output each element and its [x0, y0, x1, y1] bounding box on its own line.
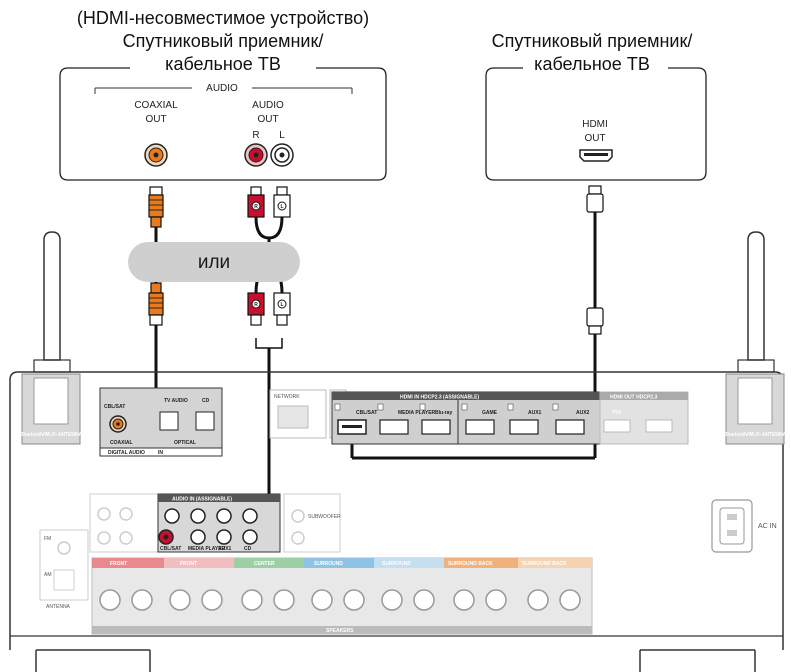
fm-label: FM [44, 536, 51, 542]
am-label: AM [44, 572, 52, 578]
hdmi-label: HDMI [582, 119, 608, 130]
speaker-group-1: FRONT [110, 561, 127, 567]
cd-label: CD [202, 398, 210, 404]
hdmi-in-header: HDMI IN HDCP2.3 (ASSIGNABLE) [400, 395, 480, 401]
speakers-panel: FRONT FRONT CENTER SURROUND SURROUND SUR… [91, 557, 593, 635]
right-device-title-line1: Спутниковый приемник/ [492, 31, 693, 51]
svg-text:L: L [280, 204, 283, 210]
left-device-box [59, 67, 387, 181]
left-device-title-line2: кабельное ТВ [165, 54, 281, 74]
audio-in-header: AUDIO IN (ASSIGNABLE) [172, 497, 232, 503]
hdmi-out-port [579, 149, 613, 162]
coaxial-out-jack [144, 143, 168, 167]
svg-text:R: R [254, 204, 258, 210]
or-pill: или [128, 242, 300, 282]
audio-group-label: AUDIO [206, 83, 238, 94]
audio-out-label-2: OUT [257, 114, 278, 125]
left-device-note: (HDMI-несовместимое устройство) [77, 8, 369, 28]
svg-text:L: L [280, 302, 283, 308]
left-device: (HDMI-несовместимое устройство) Спутнико… [59, 8, 387, 181]
audio-in-label-1: CBL/SAT [160, 546, 181, 552]
hdmi-out-panel: HDMI OUT HDCP2.3 TV1 [599, 391, 689, 445]
l-label: L [279, 130, 285, 141]
fm-am-antenna: FM AM ANTENNA [39, 529, 89, 610]
hdmi-input-6-label: AUX2 [576, 410, 590, 416]
or-label: или [198, 252, 230, 273]
hdmi-in-panel: HDMI IN HDCP2.3 (ASSIGNABLE) CBL/SAT MED… [331, 391, 601, 445]
speaker-group-6: SURROUND BACK [448, 561, 493, 567]
audio-out-label: AUDIO [252, 100, 284, 111]
coaxial-label: COAXIAL [134, 100, 178, 111]
subwoofer-label: SUBWOOFER [308, 514, 341, 520]
rca-cable: R L R L [164, 186, 291, 522]
optical-label: OPTICAL [174, 440, 196, 446]
network-label: NETWORK [274, 394, 300, 400]
svg-text:R: R [254, 302, 258, 308]
rca-out-l-jack [270, 143, 294, 167]
hdmi-input-1-label: CBL/SAT [356, 410, 377, 416]
r-label: R [252, 130, 259, 141]
audio-in-label-2: MEDIA PLAYER [188, 546, 226, 552]
receiver: Bluetooth/Wi-Fi ANTENNA Bluetooth/Wi-Fi … [9, 231, 787, 672]
digital-audio-panel: CBL/SAT COAXIAL TV AUDIO CD OPTICAL DIGI… [99, 387, 223, 457]
right-device-box [485, 67, 707, 181]
right-device-title-line2: кабельное ТВ [534, 54, 650, 74]
audio-in-label-3: AUX1 [218, 546, 232, 552]
digital-audio-label: DIGITAL AUDIO [108, 450, 145, 456]
coaxial-cable [127, 186, 164, 416]
left-antenna: Bluetooth/Wi-Fi ANTENNA [20, 231, 83, 445]
speaker-group-5: SURROUND [382, 561, 411, 567]
left-foot [35, 649, 151, 672]
left-device-title-line1: Спутниковый приемник/ [123, 31, 324, 51]
audio-in-label-4: CD [244, 546, 252, 552]
cbl-sat-label: CBL/SAT [104, 404, 125, 410]
hdmi-input-5-label: AUX1 [528, 410, 542, 416]
right-antenna: Bluetooth/Wi-Fi ANTENNA [724, 231, 787, 445]
hdmi-input-3-label: Blu-ray [435, 410, 452, 416]
audio-in-panel: AUDIO IN (ASSIGNABLE) CBL/SAT MEDIA PLAY… [89, 493, 341, 553]
hdmi-input-4-label: GAME [482, 410, 498, 416]
tv1-label: TV1 [612, 410, 621, 416]
ac-in-label: AC IN [758, 523, 777, 530]
right-antenna-label: Bluetooth/Wi-Fi ANTENNA [724, 432, 787, 438]
optical-2-port [195, 411, 215, 431]
hdmi-input-2-label: MEDIA PLAYER [398, 410, 436, 416]
digital-in-label: IN [158, 450, 163, 456]
hdmi-out-label: OUT [584, 133, 605, 144]
left-antenna-label: Bluetooth/Wi-Fi ANTENNA [20, 432, 83, 438]
right-device: Спутниковый приемник/ кабельное ТВ HDMI … [485, 31, 707, 181]
rca-out-r-jack [244, 143, 268, 167]
speaker-group-2: FRONT [180, 561, 197, 567]
right-foot [639, 649, 756, 672]
coaxial-small-label: COAXIAL [110, 440, 133, 446]
speakers-label: SPEAKERS [326, 628, 354, 634]
ac-in: AC IN [711, 499, 777, 553]
fm-am-antenna-label: ANTENNA [46, 604, 71, 610]
optical-1-port [159, 411, 179, 431]
speaker-group-3: CENTER [254, 561, 275, 567]
hdmi-out-header: HDMI OUT HDCP2.3 [610, 395, 657, 401]
speaker-group-7: SURROUND BACK [522, 561, 567, 567]
coaxial-out-label: OUT [145, 114, 166, 125]
tv-audio-label: TV AUDIO [164, 398, 188, 404]
speaker-group-4: SURROUND [314, 561, 343, 567]
